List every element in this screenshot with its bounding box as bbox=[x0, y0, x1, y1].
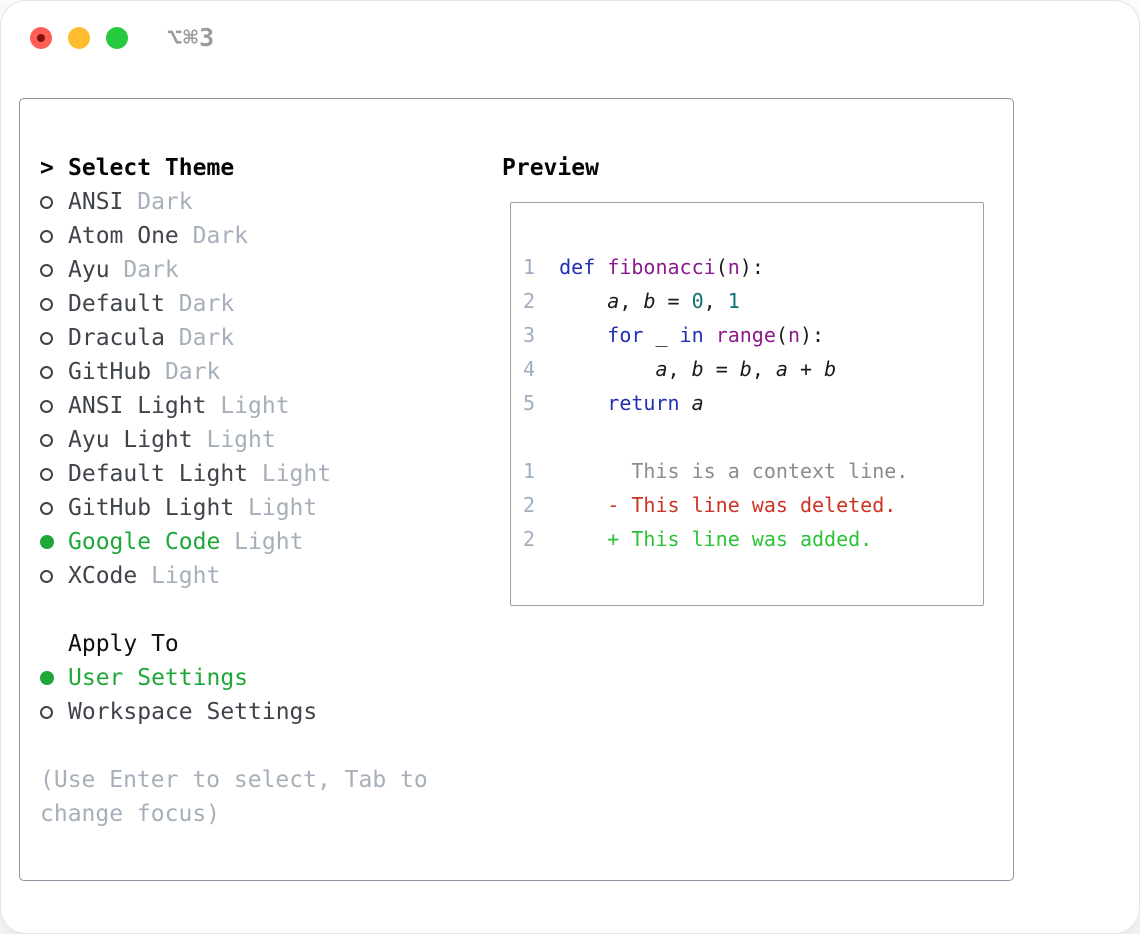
theme-option[interactable]: Default Dark bbox=[40, 287, 490, 321]
theme-option[interactable]: Default Light Light bbox=[40, 457, 490, 491]
apply-option[interactable]: Workspace Settings bbox=[40, 695, 490, 729]
window-title: ⌥⌘3 bbox=[167, 23, 216, 52]
radio-icon bbox=[40, 501, 53, 515]
option-label: Atom One bbox=[68, 223, 179, 249]
theme-option[interactable]: Atom One Dark bbox=[40, 219, 490, 253]
code-line: 4 a, b = b, a + b bbox=[523, 357, 837, 381]
help-line: (Use Enter to select, Tab to bbox=[40, 767, 428, 793]
radio-icon bbox=[40, 705, 53, 719]
line-number: 2 bbox=[523, 289, 536, 313]
help-line: change focus) bbox=[40, 801, 221, 827]
option-label: XCode bbox=[68, 563, 138, 589]
radio-icon bbox=[40, 263, 53, 277]
option-variant: Light bbox=[248, 461, 332, 487]
spacer bbox=[40, 729, 490, 763]
diff-line: 2 + This line was added. bbox=[523, 527, 873, 551]
option-label: Ayu Light bbox=[68, 427, 193, 453]
line-number: 2 bbox=[523, 493, 536, 517]
theme-option[interactable]: GitHub Light Light bbox=[40, 491, 490, 525]
option-variant: Dark bbox=[164, 291, 235, 317]
option-label: ANSI bbox=[68, 189, 124, 215]
preview-title: Preview bbox=[502, 155, 599, 181]
option-variant: Dark bbox=[123, 189, 193, 215]
radio-icon bbox=[40, 569, 53, 583]
line-number: 2 bbox=[523, 527, 536, 551]
radio-icon bbox=[40, 467, 53, 481]
option-variant: Light bbox=[192, 427, 276, 453]
theme-option[interactable]: XCode Light bbox=[40, 559, 490, 593]
option-variant: Light bbox=[234, 495, 318, 521]
apply-option[interactable]: User Settings bbox=[40, 661, 490, 695]
preview-pane: 1 def fibonacci(n): 2 a, b = 0, 1 3 for _ … bbox=[510, 202, 984, 606]
radio-icon bbox=[40, 331, 53, 345]
option-variant: Dark bbox=[164, 325, 235, 351]
radio-selected-icon bbox=[40, 535, 54, 549]
theme-option[interactable]: Google Code Light bbox=[40, 525, 490, 559]
close-dot-icon bbox=[37, 34, 45, 42]
option-variant: Light bbox=[220, 529, 304, 555]
option-label: Default Light bbox=[68, 461, 249, 487]
radio-icon bbox=[40, 399, 53, 413]
code-line: 3 for _ in range(n): bbox=[523, 323, 825, 347]
theme-option[interactable]: ANSI Dark bbox=[40, 185, 490, 219]
option-label: Dracula bbox=[68, 325, 165, 351]
option-label: Ayu bbox=[68, 257, 110, 283]
maximize-button[interactable] bbox=[106, 27, 128, 49]
code-line: 5 return a bbox=[523, 391, 704, 415]
option-label: Default bbox=[68, 291, 165, 317]
focus-caret-icon: > bbox=[40, 155, 54, 181]
option-variant: Dark bbox=[178, 223, 249, 249]
option-variant: Dark bbox=[151, 359, 221, 385]
line-number: 1 bbox=[523, 255, 536, 279]
spacer bbox=[40, 593, 490, 627]
select-theme-header: > Select Theme bbox=[40, 151, 490, 185]
radio-icon bbox=[40, 297, 53, 311]
minimize-button[interactable] bbox=[68, 27, 90, 49]
option-label: User Settings bbox=[68, 665, 249, 691]
option-variant: Dark bbox=[109, 257, 179, 283]
option-variant: Light bbox=[206, 393, 290, 419]
theme-option[interactable]: GitHub Dark bbox=[40, 355, 490, 389]
line-number: 1 bbox=[523, 459, 536, 483]
line-number: 5 bbox=[523, 391, 536, 415]
titlebar: ⌥⌘3 bbox=[1, 1, 1139, 76]
radio-icon bbox=[40, 229, 53, 243]
line-number: 3 bbox=[523, 323, 536, 347]
theme-option[interactable]: Dracula Dark bbox=[40, 321, 490, 355]
theme-option[interactable]: Ayu Light Light bbox=[40, 423, 490, 457]
close-button[interactable] bbox=[30, 27, 52, 49]
code-line: 1 def fibonacci(n): bbox=[523, 255, 764, 279]
apply-to-title: Apply To bbox=[68, 631, 179, 657]
diff-line: 2 - This line was deleted. bbox=[523, 493, 897, 517]
option-label: Workspace Settings bbox=[68, 699, 318, 725]
radio-icon bbox=[40, 433, 53, 447]
code-line: 2 a, b = 0, 1 bbox=[523, 289, 740, 313]
apply-to-header: Apply To bbox=[40, 627, 490, 661]
radio-icon bbox=[40, 365, 53, 379]
option-variant: Light bbox=[137, 563, 221, 589]
help-text: (Use Enter to select, Tab to change focus… bbox=[40, 763, 490, 831]
option-label: GitHub Light bbox=[68, 495, 235, 521]
radio-selected-icon bbox=[40, 671, 54, 685]
option-label: GitHub bbox=[68, 359, 152, 385]
line-number: 4 bbox=[523, 357, 536, 381]
select-theme-title: Select Theme bbox=[68, 155, 235, 181]
diff-line: 1 This is a context line. bbox=[523, 459, 909, 483]
option-label: Google Code bbox=[68, 529, 221, 555]
option-label: ANSI Light bbox=[68, 393, 207, 419]
theme-option[interactable]: Ayu Dark bbox=[40, 253, 490, 287]
theme-option[interactable]: ANSI Light Light bbox=[40, 389, 490, 423]
radio-icon bbox=[40, 195, 53, 209]
